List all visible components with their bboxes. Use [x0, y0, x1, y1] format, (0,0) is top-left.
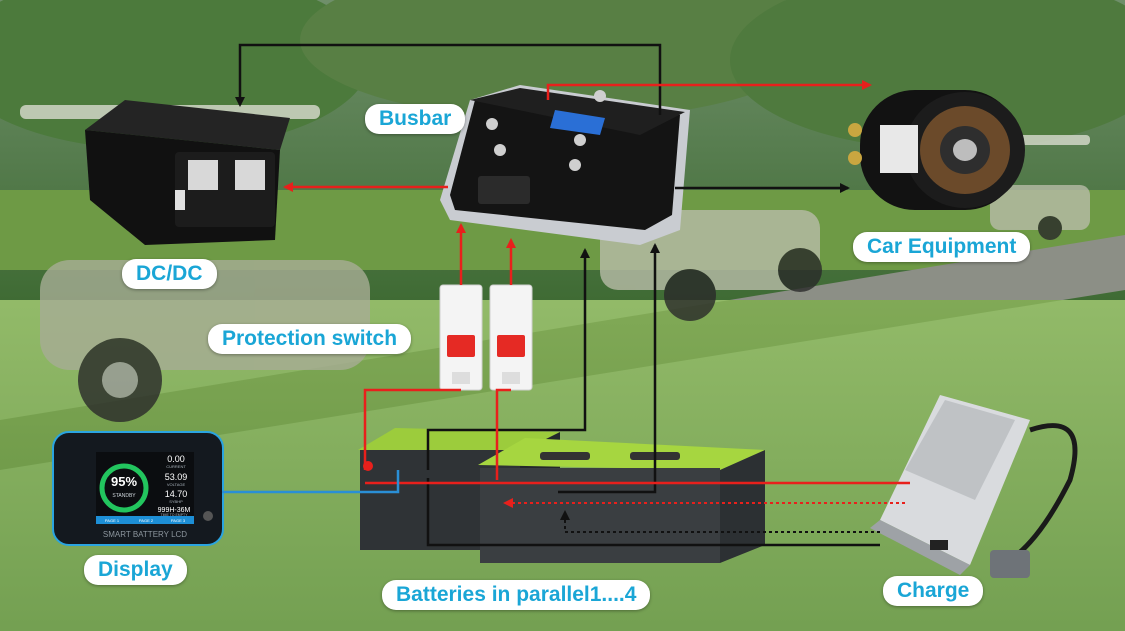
lcd-brand: SMART BATTERY LCD	[103, 530, 187, 539]
lcd-voltage-value: 53.09	[165, 472, 188, 482]
smart-battery-lcd: 95% STANDBY 0.00 CURRENT 53.09 VOLTAGE 1…	[52, 431, 224, 546]
lcd-time-label: TIME TO EMPTY	[160, 513, 188, 517]
lcd-tab-1: PAGE 1	[105, 518, 120, 523]
lcd-time-value: 999H-36M	[158, 507, 191, 514]
wire-battery-negative-b	[558, 243, 660, 494]
tree-canopy	[300, 0, 820, 120]
wire-motor-to-dcdc	[235, 43, 662, 115]
motor-controller	[440, 85, 690, 245]
lcd-tab-3: PAGE 3	[171, 518, 186, 523]
label-protection-switch: Protection switch	[208, 324, 412, 354]
drive-motor	[848, 90, 1025, 210]
label-batteries: Batteries in parallel1....4	[382, 580, 651, 610]
lcd-tab-2: PAGE 2	[139, 518, 154, 523]
wire-battery-negative-a	[426, 248, 590, 470]
lcd-current-value: 0.00	[167, 454, 185, 464]
negative-wires	[235, 43, 880, 547]
label-car-equipment: Car Equipment	[853, 232, 1031, 262]
lcd-state: STANDBY	[112, 493, 136, 499]
label-dcdc: DC/DC	[122, 259, 217, 289]
wire-battery1-to-switch1	[363, 388, 461, 470]
lcd-temp-value: 14.70	[165, 489, 188, 499]
wire-display-communication	[222, 470, 400, 494]
charge-signal-wires	[503, 498, 905, 533]
protection-switch-1	[439, 284, 483, 391]
label-charge: Charge	[883, 576, 984, 606]
lcd-percent: 95%	[111, 474, 137, 489]
battery-charger	[870, 395, 1078, 578]
label-display: Display	[84, 555, 187, 585]
tree-canopy	[730, 0, 1125, 150]
wire-charge-dotted-black	[560, 510, 880, 533]
wire-controller-to-motor-positive	[546, 80, 872, 100]
soc-ring	[99, 463, 149, 513]
dcdc-converter	[85, 100, 290, 245]
wire-charger-negative	[426, 478, 880, 547]
lcd-voltage-label: VOLTAGE	[167, 482, 186, 487]
wire-battery2-to-switch2	[495, 388, 511, 480]
lcd-temp-label: SYBHP	[169, 499, 183, 504]
label-busbar: Busbar	[365, 104, 466, 134]
protection-switch-2	[489, 284, 533, 391]
positive-wires	[283, 80, 910, 485]
lcd-current-label: CURRENT	[166, 464, 186, 469]
